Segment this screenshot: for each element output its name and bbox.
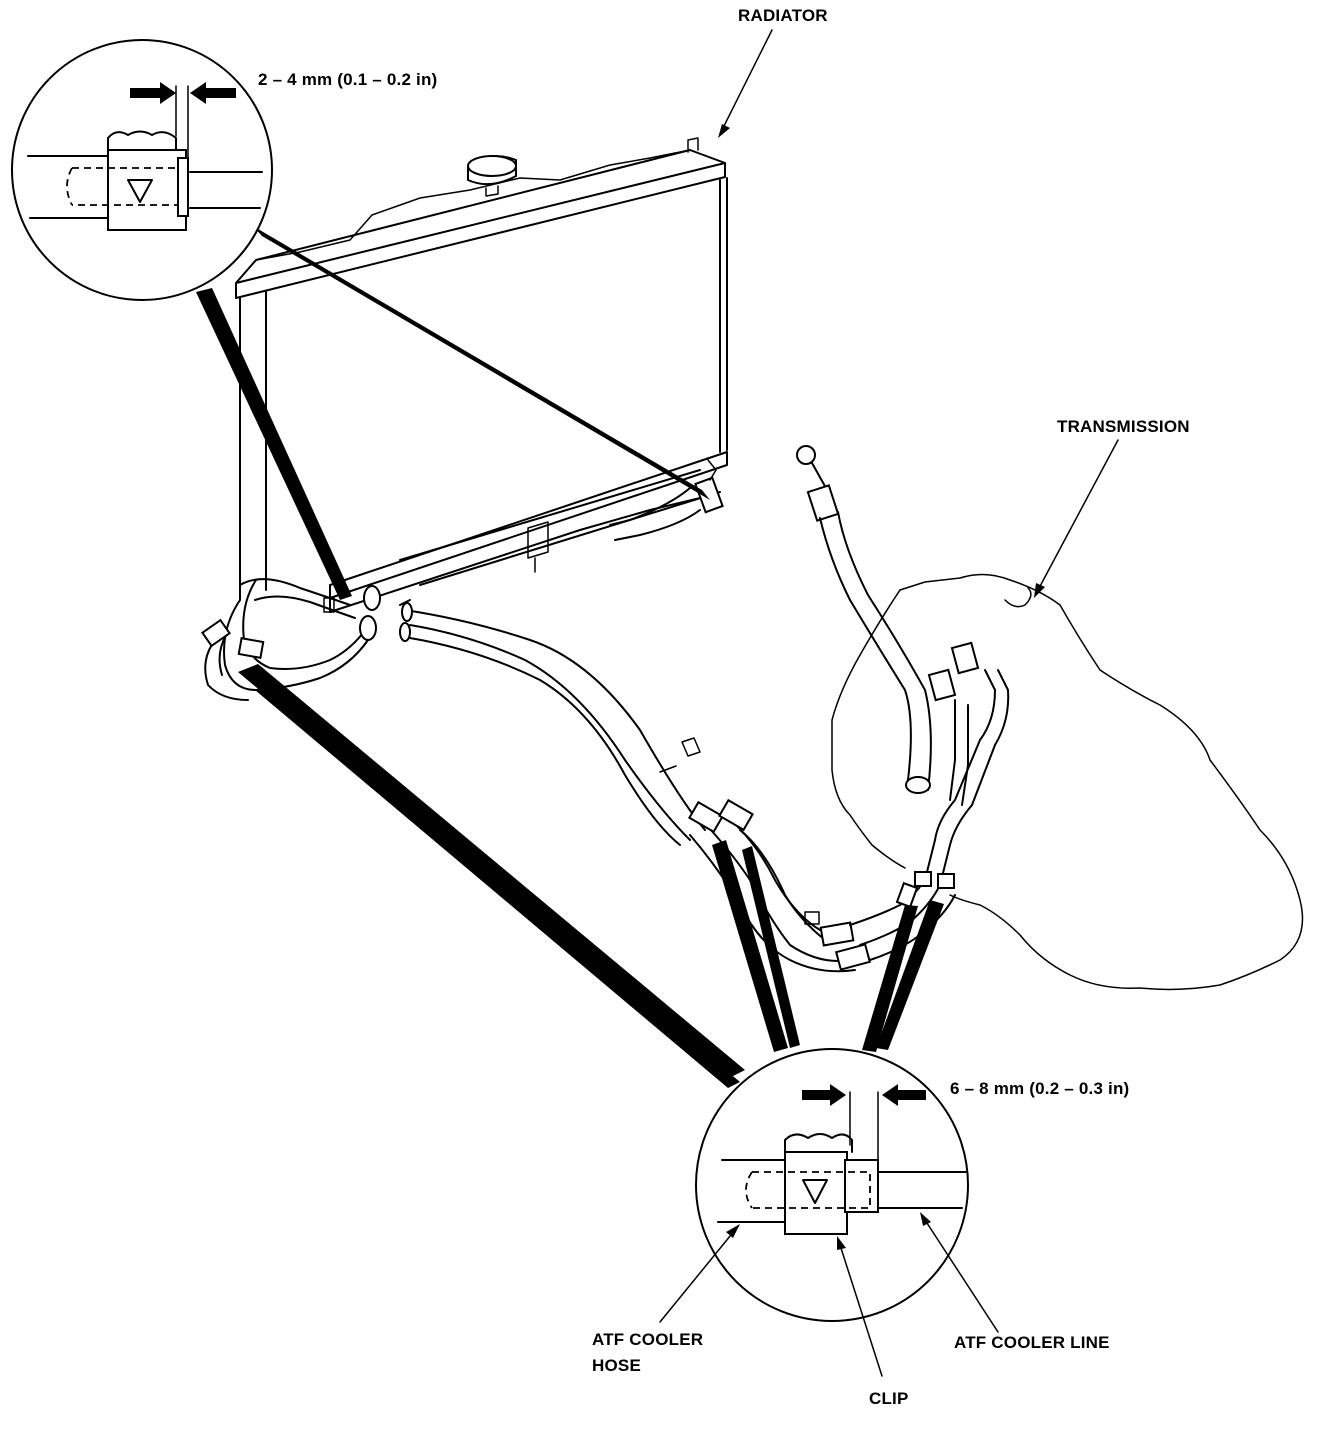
clip-label: CLIP [869,1389,909,1408]
atf-cooler-hose-label-line1: ATF COOLER [592,1330,704,1349]
top-detail-circle [11,39,273,301]
bottom-gap-dimension-label: 6 – 8 mm (0.2 – 0.3 in) [950,1079,1130,1098]
atf-cooler-line-label: ATF COOLER LINE [954,1333,1110,1352]
radiator-label: RADIATOR [738,6,828,25]
atf-cooler-hose-label-line2: HOSE [592,1356,641,1375]
leader-lines [659,29,1119,1377]
transmission [831,573,1304,991]
transmission-label: TRANSMISSION [1057,417,1190,436]
detail-callout-bands [196,226,944,1088]
bottom-detail-circle [695,1048,969,1322]
atf-cooler-lines [201,445,1010,973]
radiator [235,137,728,613]
top-gap-dimension-label: 2 – 4 mm (0.1 – 0.2 in) [258,70,438,89]
